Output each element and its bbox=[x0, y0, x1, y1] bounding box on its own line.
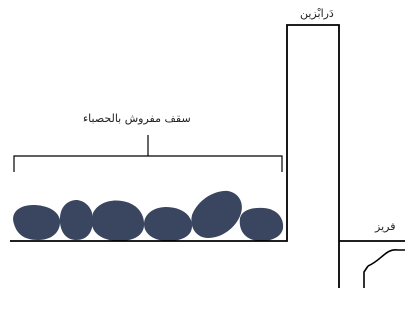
frieze-profile bbox=[363, 249, 405, 288]
parapet-label: دَرابْزين bbox=[300, 7, 334, 20]
structure-outline bbox=[10, 24, 405, 288]
gravel-stone bbox=[13, 205, 61, 240]
gravel-roof-label: سقف مفروش بالحصباء bbox=[83, 112, 191, 125]
gravel-stone bbox=[239, 207, 284, 241]
gravel-stone bbox=[191, 190, 242, 238]
gravel-stones bbox=[13, 190, 284, 241]
gravel-stone bbox=[92, 200, 145, 241]
frieze-label: فريز bbox=[375, 220, 396, 233]
gravel-stone bbox=[59, 200, 94, 240]
gravel-bracket bbox=[13, 135, 283, 172]
gravel-stone bbox=[144, 207, 192, 241]
roof-deck-line bbox=[10, 24, 340, 288]
